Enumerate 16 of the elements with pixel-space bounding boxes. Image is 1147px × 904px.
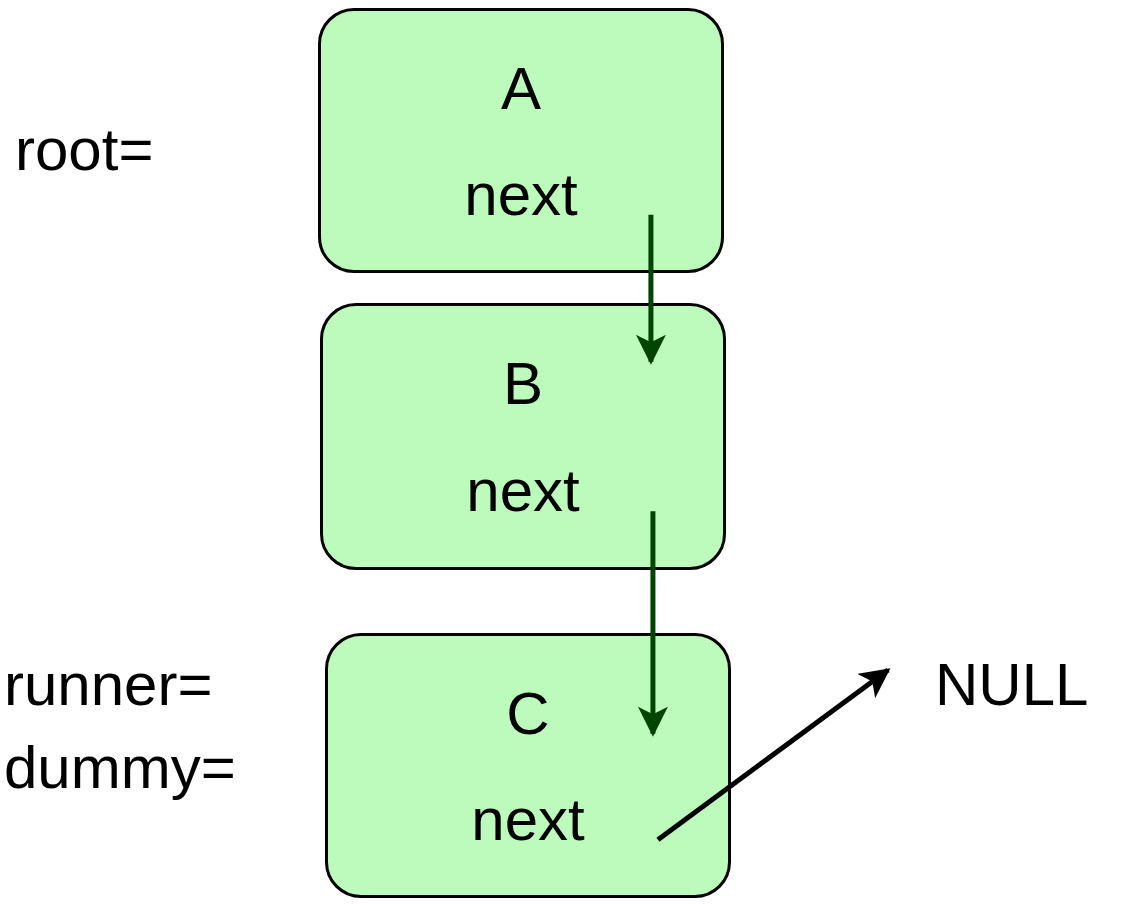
list-node-box xyxy=(320,303,726,570)
pointer-arrow xyxy=(635,214,666,365)
pointer-field-label: next xyxy=(470,789,586,850)
node-name: C xyxy=(505,683,551,744)
list-node-box xyxy=(318,8,724,273)
variable-label: runner= xyxy=(4,655,213,715)
list-node-box xyxy=(325,633,731,898)
variable-label: dummy= xyxy=(4,738,236,798)
variable-label: root= xyxy=(15,120,154,180)
null-text: NULL xyxy=(935,655,1089,715)
pointer-arrow xyxy=(637,511,668,737)
node-name: B xyxy=(502,354,544,415)
node-name: A xyxy=(500,58,542,119)
pointer-field-label: next xyxy=(463,164,579,225)
pointer-arrow xyxy=(656,668,891,842)
pointer-field-label: next xyxy=(465,460,581,521)
